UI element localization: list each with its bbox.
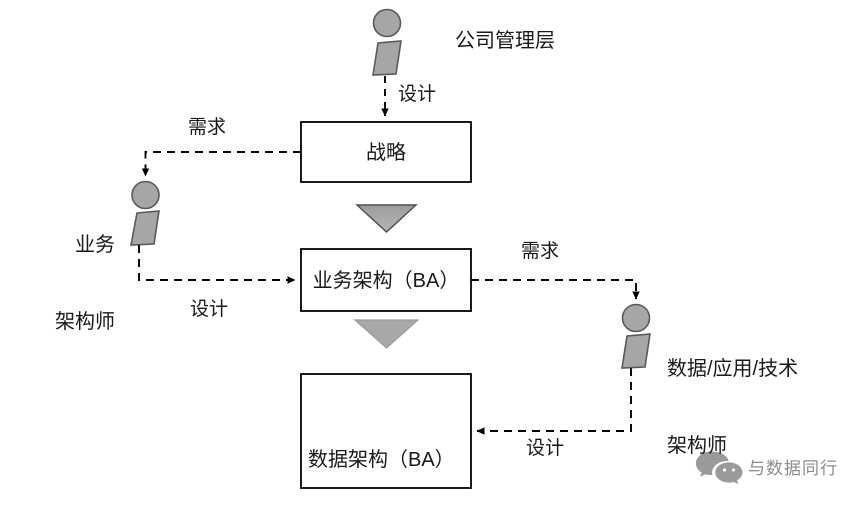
wechat-icon [695, 451, 743, 485]
actor-company-management-figure [372, 8, 402, 76]
edge-domain-architect-to-detail [476, 368, 632, 435]
box-detail-architecture [300, 373, 472, 489]
box-business-architecture-label: 业务架构（BA） [312, 270, 460, 292]
edge-label-ba-to-domain-architect: 需求 [521, 241, 560, 262]
edge-ba-to-domain-architect [471, 279, 640, 300]
box-detail-line-1: 数据架构（BA） [308, 448, 455, 471]
actor-business-architect-figure [130, 180, 160, 246]
actor-business-architect-label-line-1: 业务 [75, 234, 115, 257]
edge-strategy-to-business-architect [141, 151, 301, 177]
watermark-text: 与数据同行 [748, 459, 838, 478]
actor-business-architect-label: 业务 架构师 [5, 182, 115, 387]
edge-business-architect-to-ba [138, 245, 296, 284]
edge-label-domain-architect-to-detail: 设计 [526, 438, 565, 459]
edge-label-strategy-to-business-architect: 需求 [188, 117, 227, 138]
actor-domain-architect-figure [621, 303, 651, 369]
actor-business-architect-label-line-2: 架构师 [55, 310, 115, 333]
actor-domain-architect-label-line-1: 数据/应用/技术 [667, 358, 799, 381]
edge-label-business-architect-to-ba: 设计 [190, 299, 229, 320]
edge-label-management-to-strategy: 设计 [398, 84, 437, 105]
actor-domain-architect-label: 数据/应用/技术 架构师 [667, 306, 798, 506]
box-strategy-label: 战略 [366, 142, 406, 164]
actor-company-management-label: 公司管理层 [455, 30, 555, 52]
actor-domain-architect-label-line-2: 架构师 [667, 434, 727, 457]
flow-arrow-strategy-to-ba [355, 204, 418, 233]
flow-arrow-ba-to-detail [353, 319, 420, 349]
